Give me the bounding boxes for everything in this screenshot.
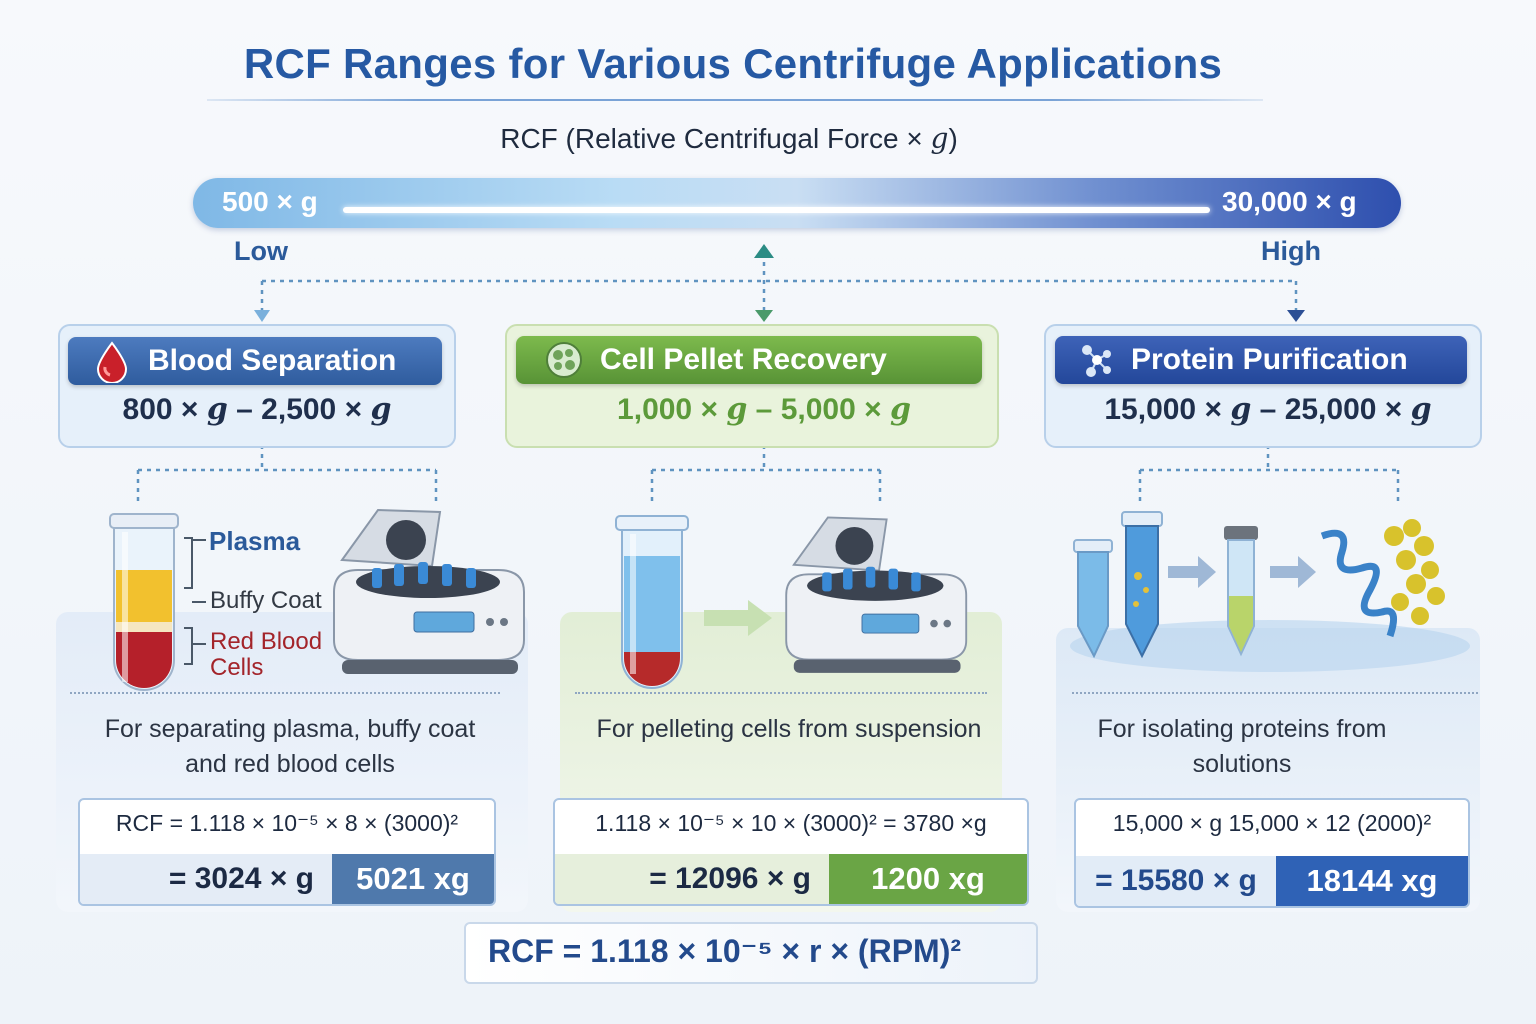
divider bbox=[575, 692, 987, 694]
red-blood-label: Red Blood bbox=[210, 628, 323, 655]
low-label: Low bbox=[234, 236, 288, 266]
range-unit: g bbox=[1410, 392, 1432, 427]
axis-title: RCF (Relative Centrifugal Force × g) bbox=[0, 122, 1458, 155]
arrow-right-icon bbox=[1168, 556, 1216, 588]
result-background bbox=[1076, 856, 1276, 906]
cell-description: For pelleting cells from suspension bbox=[565, 712, 1013, 747]
centrifuge-icon bbox=[333, 508, 525, 674]
layer-brackets bbox=[184, 537, 206, 665]
description-line: and red blood cells bbox=[185, 750, 395, 778]
result-background bbox=[555, 854, 829, 904]
range-unit: g bbox=[206, 392, 228, 427]
tube-icon bbox=[1073, 539, 1113, 553]
formula-text: RCF = 1.118 × 10⁻⁵ × 8 × (3000)² bbox=[115, 810, 459, 836]
description-line: For pelleting cells from suspension bbox=[596, 715, 982, 743]
arrow-down-icon bbox=[1287, 310, 1305, 322]
formula-result: = 3024 × g bbox=[168, 862, 314, 895]
description-line: solutions bbox=[1192, 750, 1292, 778]
range-separator: – bbox=[755, 393, 773, 426]
range-to: 2,500 × bbox=[261, 393, 363, 426]
formula-text: 1.118 × 10⁻⁵ × 10 × (3000)² = 3780 ×g bbox=[595, 810, 987, 836]
highlight-value: 18144 xg bbox=[1276, 856, 1468, 906]
protein-range: 15,000 × g – 25,000 × g bbox=[1044, 392, 1492, 427]
divider bbox=[1072, 692, 1478, 694]
arrow-right-icon bbox=[704, 600, 772, 636]
blood-description: For separating plasma, buffy coat and re… bbox=[60, 712, 520, 782]
title-divider bbox=[207, 99, 1263, 101]
protein-structure-icon bbox=[1320, 529, 1398, 638]
plasma-label: Plasma bbox=[209, 526, 301, 556]
range-unit: g bbox=[726, 392, 748, 427]
protein-description: For isolating proteins from solutions bbox=[1062, 712, 1422, 782]
page-title: RCF Ranges for Various Centrifuge Applic… bbox=[243, 40, 1223, 87]
protein-header: Protein Purification bbox=[1055, 336, 1467, 384]
tube-icon bbox=[1121, 511, 1163, 527]
main-formula-box: RCF = 1.118 × 10⁻⁵ × r × (RPM)² bbox=[464, 922, 1038, 984]
cells-label: Cells bbox=[210, 654, 264, 681]
buffy-coat-label: Buffy Coat bbox=[210, 587, 322, 614]
blood-drop-icon bbox=[96, 341, 128, 383]
centrifuge-icon bbox=[785, 516, 968, 673]
high-label: High bbox=[1261, 236, 1321, 266]
description-line: For isolating proteins from bbox=[1097, 715, 1387, 743]
blood-range: 800 × g – 2,500 × g bbox=[58, 392, 456, 427]
cell-icon bbox=[546, 342, 582, 378]
blood-separation-title: Blood Separation bbox=[148, 344, 397, 377]
cell-pellet-header: Cell Pellet Recovery bbox=[516, 336, 982, 384]
blood-separation-header: Blood Separation bbox=[68, 337, 442, 385]
cell-formula-box: 1.118 × 10⁻⁵ × 10 × (3000)² = 3780 ×g = … bbox=[553, 798, 1029, 906]
molecule-icon bbox=[1082, 345, 1111, 377]
scale-min-label: 500 × g bbox=[222, 186, 318, 217]
range-from: 1,000 × bbox=[617, 393, 718, 426]
range-unit: g bbox=[889, 392, 911, 427]
range-unit: g bbox=[370, 392, 392, 427]
arrow-up-icon bbox=[754, 244, 774, 258]
range-to: 5,000 × bbox=[780, 393, 882, 426]
protein-process-illustration bbox=[1070, 511, 1470, 672]
range-separator: – bbox=[236, 393, 253, 426]
tube-icon bbox=[1224, 526, 1258, 540]
protein-formula-box: 15,000 × g 15,000 × 12 (2000)² = 15580 ×… bbox=[1074, 798, 1470, 908]
blood-tube-icon bbox=[109, 513, 179, 691]
range-from: 15,000 × bbox=[1104, 393, 1222, 426]
arrow-down-icon bbox=[254, 310, 270, 322]
formula-text: 15,000 × g 15,000 × 12 (2000)² bbox=[1112, 810, 1432, 836]
axis-title-text: RCF (Relative Centrifugal Force × bbox=[500, 123, 931, 154]
range-to: 25,000 × bbox=[1284, 393, 1403, 426]
range-separator: – bbox=[1259, 393, 1277, 426]
cell-pellet-title: Cell Pellet Recovery bbox=[600, 343, 887, 376]
highlight-value: 1200 xg bbox=[829, 854, 1027, 904]
cell-range: 1,000 × g – 5,000 × g bbox=[505, 392, 1023, 427]
arrow-down-icon bbox=[755, 310, 773, 322]
range-from: 800 × bbox=[122, 393, 199, 426]
rcf-scale-bar bbox=[193, 178, 1401, 228]
description-line: For separating plasma, buffy coat bbox=[104, 715, 476, 743]
formula-result: = 12096 × g bbox=[649, 862, 811, 895]
highlight-value: 5021 xg bbox=[332, 854, 494, 904]
main-formula: RCF = 1.118 × 10⁻⁵ × r × (RPM)² bbox=[488, 933, 961, 969]
result-background bbox=[80, 854, 332, 904]
formula-result: = 15580 × g bbox=[1095, 864, 1257, 897]
cell-tube-icon bbox=[615, 515, 689, 689]
scale-max-label: 30,000 × g bbox=[1222, 186, 1357, 217]
axis-title-unit: g bbox=[930, 122, 949, 155]
arrow-right-icon bbox=[1270, 556, 1316, 588]
protein-title: Protein Purification bbox=[1131, 343, 1408, 376]
divider bbox=[70, 692, 500, 694]
scale-line bbox=[343, 207, 1210, 213]
axis-title-close: ) bbox=[948, 123, 958, 154]
range-unit: g bbox=[1230, 392, 1252, 427]
blood-formula-box: RCF = 1.118 × 10⁻⁵ × 8 × (3000)² = 3024 … bbox=[78, 798, 496, 906]
